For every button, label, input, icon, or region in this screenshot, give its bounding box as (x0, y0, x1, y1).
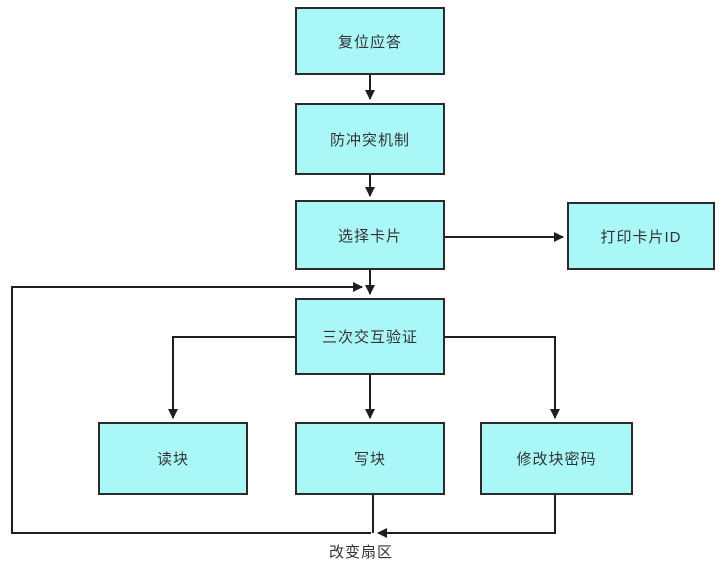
node-anticollision-label: 防冲突机制 (329, 131, 410, 149)
node-three-pass-auth: 三次交互验证 (295, 298, 445, 375)
edge-modify-to-rail (377, 495, 556, 538)
edge-auth-to-modify (445, 336, 560, 419)
node-write-block-label: 写块 (353, 451, 386, 468)
node-select-card: 选择卡片 (295, 200, 445, 270)
node-reset-answer-label: 复位应答 (337, 33, 402, 51)
loop-edge-label: 改变扇区 (328, 544, 393, 561)
node-read-block-label: 读块 (156, 451, 189, 468)
edge-auth-to-read (168, 336, 295, 419)
node-write-block: 写块 (295, 422, 445, 495)
node-modify-password-label: 修改块密码 (516, 451, 597, 468)
node-print-card-id: 打印卡片ID (567, 202, 715, 270)
node-select-card-label: 选择卡片 (337, 227, 402, 245)
node-print-card-id-label: 打印卡片ID (600, 228, 682, 246)
node-anticollision: 防冲突机制 (295, 103, 445, 175)
node-read-block: 读块 (98, 422, 248, 495)
node-modify-password: 修改块密码 (480, 422, 633, 495)
node-three-pass-auth-label: 三次交互验证 (321, 329, 418, 346)
node-reset-answer: 复位应答 (295, 7, 445, 75)
